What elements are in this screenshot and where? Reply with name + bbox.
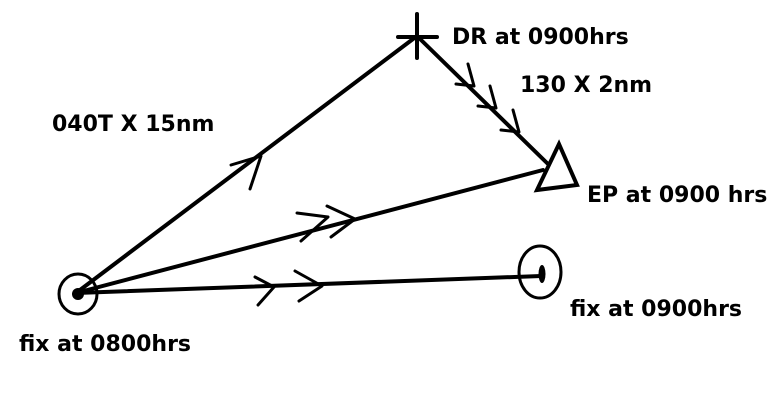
course-line: [74, 34, 419, 295]
fix-0800-label: fix at 0800hrs: [19, 332, 191, 357]
set-drift-line: [415, 34, 550, 166]
ep-label: EP at 0900 hrs: [587, 183, 767, 208]
course-speed-label: 040T X 15nm: [52, 112, 214, 137]
track-line-double-arrow: [295, 204, 357, 243]
course-line-arrow: [229, 154, 263, 191]
fix-0900-symbol: [517, 244, 563, 300]
set-drift-label: 130 X 2nm: [520, 73, 652, 98]
fix-0900-label: fix at 0900hrs: [570, 297, 742, 322]
fix-0800-symbol: [57, 272, 99, 316]
fix-to-fix-line: [74, 274, 543, 295]
dr-label: DR at 0900hrs: [452, 25, 629, 50]
fix-to-fix-double-arrow: [253, 269, 324, 307]
ep-triangle: [533, 139, 580, 193]
set-drift-triple-arrow: [454, 62, 521, 134]
